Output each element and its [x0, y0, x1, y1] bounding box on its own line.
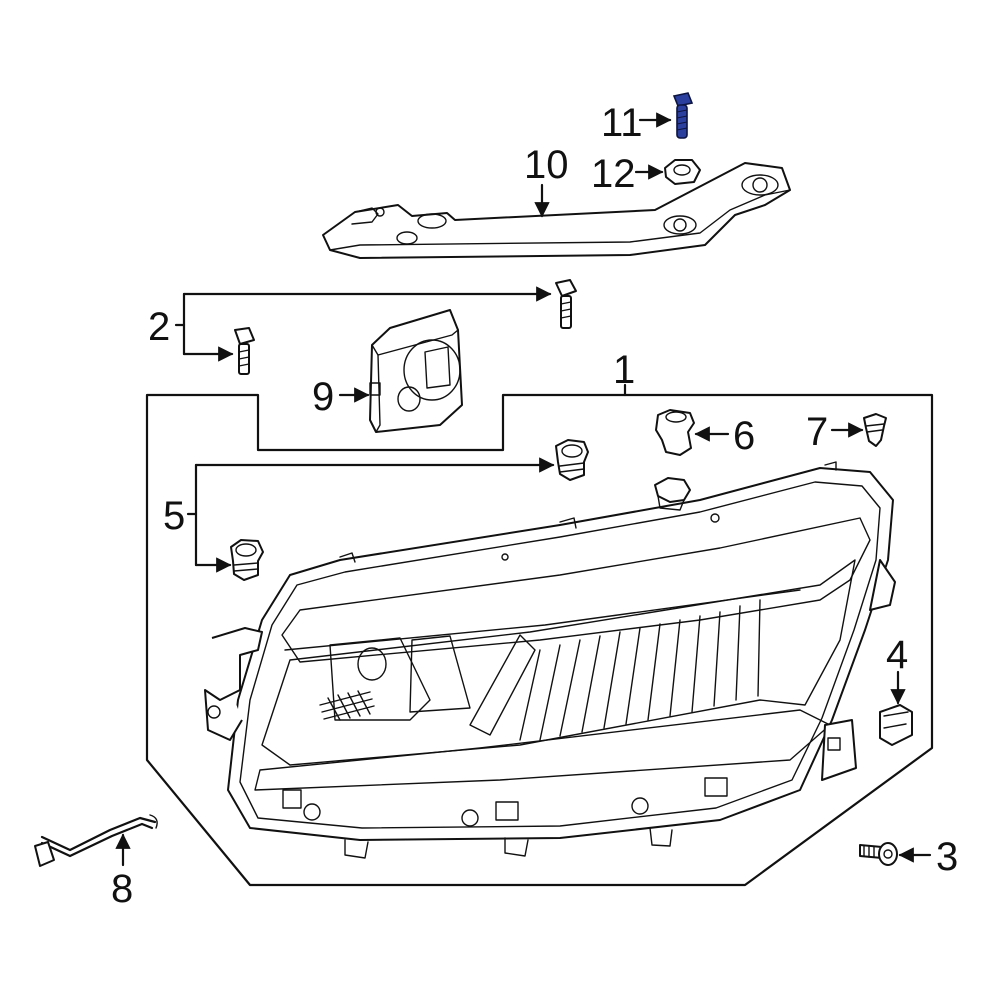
callout-10: 10: [524, 143, 569, 187]
bolt-2-lower[interactable]: [234, 327, 255, 375]
callout-11: 11: [601, 101, 643, 145]
harness-8[interactable]: [34, 814, 158, 867]
callout-12: 12: [591, 152, 636, 196]
callout-9: 9: [312, 375, 334, 419]
nut-12[interactable]: [664, 159, 701, 185]
nut-5-lower[interactable]: [230, 539, 264, 581]
bolt-2-upper[interactable]: [555, 279, 577, 329]
callout-6: 6: [733, 414, 755, 458]
nut-5-upper[interactable]: [555, 439, 589, 481]
callout-3: 3: [936, 835, 958, 879]
lens-mesh: [319, 690, 375, 721]
leader-lines: [115, 112, 932, 867]
reflector-slats: [409, 599, 761, 741]
callout-1: 1: [613, 348, 635, 392]
clip-6[interactable]: [655, 409, 695, 456]
screw-3[interactable]: [859, 842, 898, 866]
callout-5: 5: [163, 494, 185, 538]
pin-7[interactable]: [863, 413, 887, 447]
bracket-part[interactable]: [322, 162, 791, 259]
control-module-9[interactable]: [369, 309, 463, 433]
bolt-11-highlighted[interactable]: [672, 92, 694, 139]
assembly-outline: [145, 393, 934, 887]
callout-8: 8: [111, 867, 133, 911]
callout-7: 7: [806, 410, 828, 454]
callout-2: 2: [148, 305, 170, 349]
callout-4: 4: [886, 633, 908, 677]
headlamp-assembly[interactable]: [204, 461, 896, 859]
clip-4[interactable]: [879, 704, 913, 746]
